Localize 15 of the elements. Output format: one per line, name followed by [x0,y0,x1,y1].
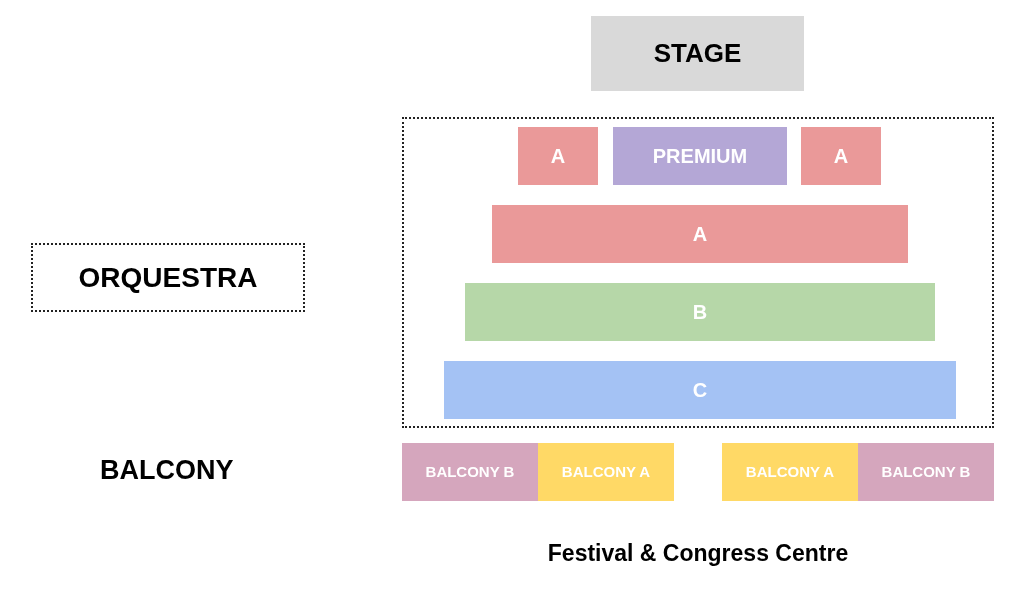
balcony-section: BALCONY A [722,443,858,501]
orchestra-area [402,117,994,428]
orchestra-label-box: ORQUESTRA [31,243,305,312]
balcony-section: BALCONY A [538,443,674,501]
seat-section: PREMIUM [613,127,787,185]
seat-section: C [444,361,956,419]
tier-label: BALCONY [100,454,234,487]
caption: Festival & Congress Centre [546,539,850,568]
stage-block: STAGE [591,16,804,91]
seat-section: A [492,205,908,263]
seat-section: A [801,127,881,185]
seat-section: B [465,283,935,341]
balcony-section: BALCONY B [402,443,538,501]
seat-section: A [518,127,598,185]
balcony-section: BALCONY B [858,443,994,501]
